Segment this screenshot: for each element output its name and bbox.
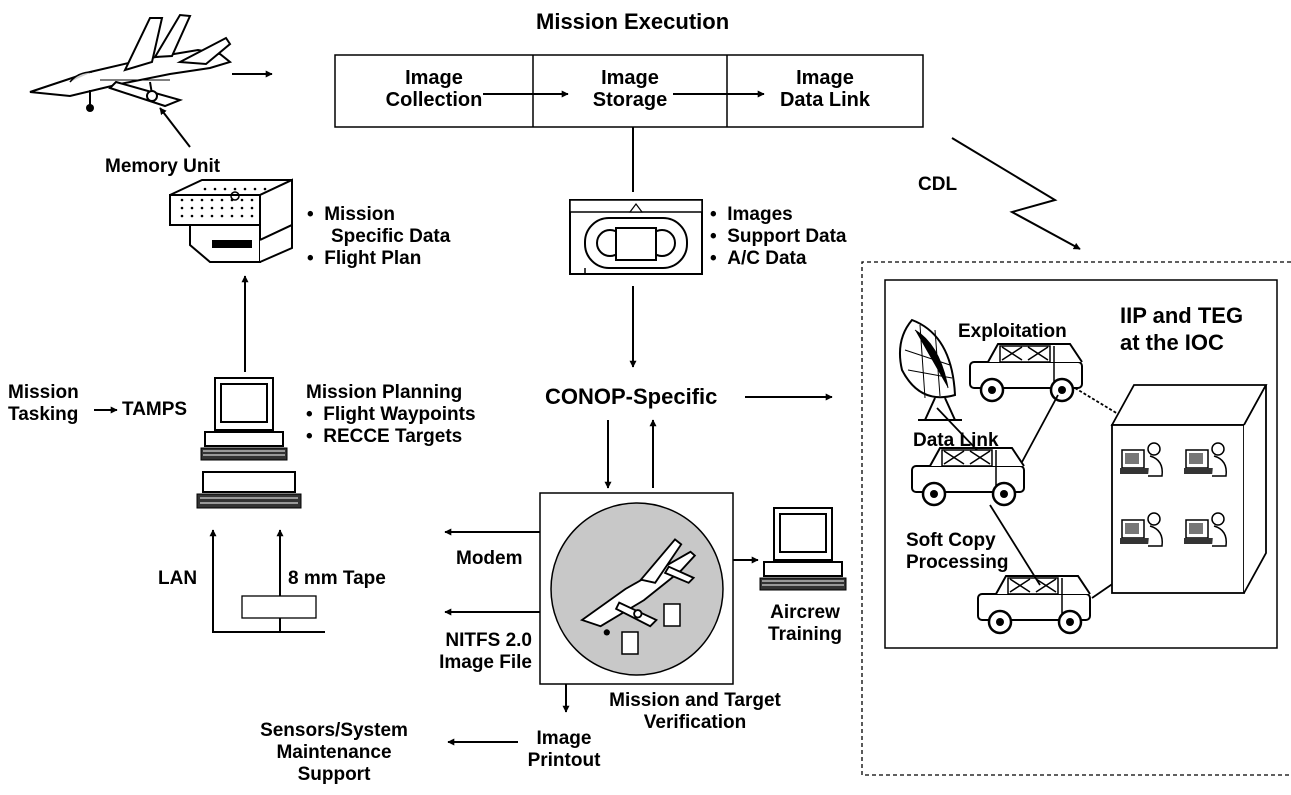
- verification-jet-icon: [579, 538, 697, 636]
- stage-label-line2: Collection: [385, 89, 483, 111]
- ioc-title-line1: IIP and TEG: [1120, 303, 1244, 328]
- modem-label: Modem: [456, 548, 523, 569]
- maintenance-line3: Support: [297, 764, 371, 785]
- bullet-flight-waypoints: Flight Waypoints: [306, 404, 475, 426]
- dish-to-datalink-line: [936, 407, 978, 451]
- maintenance-line1: Sensors/System: [260, 720, 408, 741]
- verification-line1: Mission and Target: [609, 690, 781, 711]
- satellite-dish-icon: [899, 318, 962, 421]
- jet-aircraft-icon: [29, 13, 233, 112]
- printout-line2: Printout: [527, 750, 601, 771]
- mission-planning-heading: Mission Planning: [306, 382, 463, 403]
- verification-label: Mission and Target Verification: [580, 690, 810, 734]
- nitfs-line1: NITFS 2.0: [445, 630, 532, 651]
- ioc-title: IIP and TEG at the IOC: [1120, 302, 1243, 356]
- ioc-title-line2: at the IOC: [1120, 330, 1224, 355]
- mission-tasking-line1: Mission: [8, 382, 79, 403]
- memory-unit-label: Memory Unit: [105, 156, 221, 177]
- stage-label-line2: Storage: [592, 89, 668, 111]
- stage-label-line1: Image: [796, 67, 854, 89]
- memory-to-jet-arrow: [159, 107, 191, 148]
- stage-image-collection: Image Collection: [337, 67, 531, 111]
- 8mm-tape-label: 8 mm Tape: [288, 568, 386, 589]
- soft-copy-label: Soft Copy Processing: [906, 530, 1008, 574]
- cdl-link-arrow: [951, 137, 1081, 250]
- stage-label-line1: Image: [601, 67, 659, 89]
- stage-label-line1: Image: [405, 67, 463, 89]
- data-link-label: Data Link: [913, 430, 999, 451]
- mission-planning-block: Mission Planning Flight Waypoints RECCE …: [306, 382, 476, 448]
- maintenance-label: Sensors/System Maintenance Support: [236, 720, 432, 786]
- bullet-images: Images: [710, 204, 847, 226]
- tape-bullets: Images Support Data A/C Data: [710, 204, 847, 270]
- bullet-mission-cont: Specific Data: [331, 226, 451, 247]
- image-printout-label: Image Printout: [514, 728, 614, 772]
- lan-label: LAN: [158, 568, 198, 589]
- mission-tasking-label: Mission Tasking: [8, 382, 79, 426]
- exploitation-to-datalink-line: [1021, 394, 1059, 463]
- lan-connection: [212, 580, 325, 633]
- memory-unit-bullets: Mission Specific Data Flight Plan: [307, 204, 450, 270]
- bullet-support-data: Support Data: [710, 226, 846, 248]
- verification-line2: Verification: [643, 712, 747, 733]
- videotape-icon: [569, 199, 703, 275]
- tamps-computer-icon: [196, 377, 302, 509]
- shelter-box: [1110, 384, 1268, 594]
- nitfs-label: NITFS 2.0 Image File: [420, 630, 532, 674]
- aircrew-line2: Training: [768, 624, 842, 645]
- soft-copy-line2: Processing: [906, 552, 1009, 573]
- memory-unit-icon: [169, 178, 293, 263]
- stage-image-storage: Image Storage: [535, 67, 725, 111]
- maintenance-line2: Maintenance: [276, 742, 392, 763]
- stage-label-line2: Data Link: [779, 89, 871, 111]
- stage-image-data-link: Image Data Link: [729, 67, 921, 111]
- bullet-ac-data: A/C Data: [710, 248, 847, 270]
- bullet-mission: Mission: [307, 204, 450, 226]
- training-computer-icon: [759, 507, 847, 591]
- bullet-flight-plan: Flight Plan: [307, 248, 450, 270]
- datalink-to-softcopy-line: [989, 504, 1041, 586]
- mission-tasking-line2: Tasking: [8, 404, 79, 425]
- 8mm-tape-box: [241, 595, 317, 619]
- conop-label: CONOP-Specific: [545, 384, 718, 409]
- aircrew-training-label: Aircrew Training: [750, 602, 860, 646]
- printout-line1: Image: [536, 728, 592, 749]
- soft-copy-line1: Soft Copy: [906, 530, 996, 551]
- diagram-title: Mission Execution: [536, 9, 730, 34]
- mission-execution-box: [334, 54, 924, 128]
- cdl-label: CDL: [918, 174, 958, 195]
- tamps-label: TAMPS: [122, 399, 188, 420]
- aircrew-line1: Aircrew: [770, 602, 840, 623]
- exploitation-label: Exploitation: [958, 321, 1067, 342]
- nitfs-line2: Image File: [439, 652, 532, 673]
- ioc-dashed-boundary: [861, 261, 1291, 776]
- bullet-recce-targets: RECCE Targets: [306, 426, 476, 448]
